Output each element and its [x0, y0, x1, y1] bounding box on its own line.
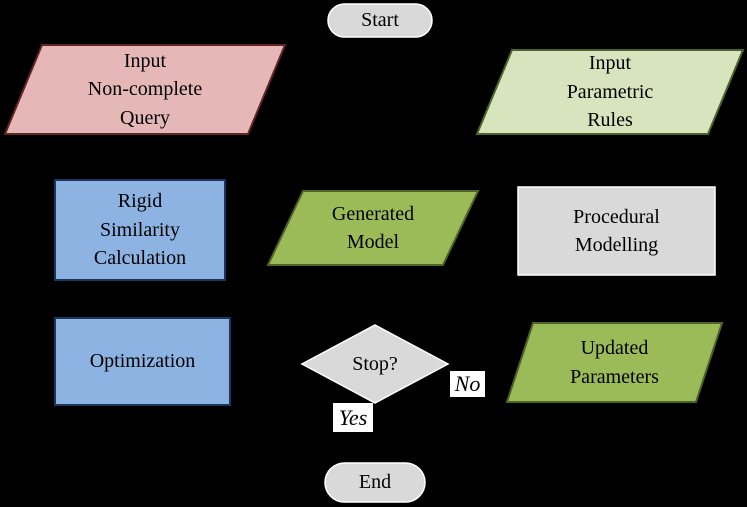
optimization-process-shape [54, 317, 231, 406]
end-terminator-shape [324, 462, 426, 503]
rigid-similarity-process-shape [54, 179, 226, 281]
input-rules-parallelogram-shape [475, 49, 745, 135]
start-terminator-shape [327, 3, 433, 38]
generated-model-parallelogram-shape [266, 190, 480, 266]
updated-parameters-parallelogram-shape [505, 322, 724, 403]
procedural-modelling-process-shape [517, 186, 716, 276]
input-query-parallelogram-shape [3, 44, 287, 135]
no-edge-label: No [450, 371, 485, 397]
stop-decision-diamond-shape [300, 324, 450, 404]
yes-edge-label: Yes [333, 403, 373, 432]
